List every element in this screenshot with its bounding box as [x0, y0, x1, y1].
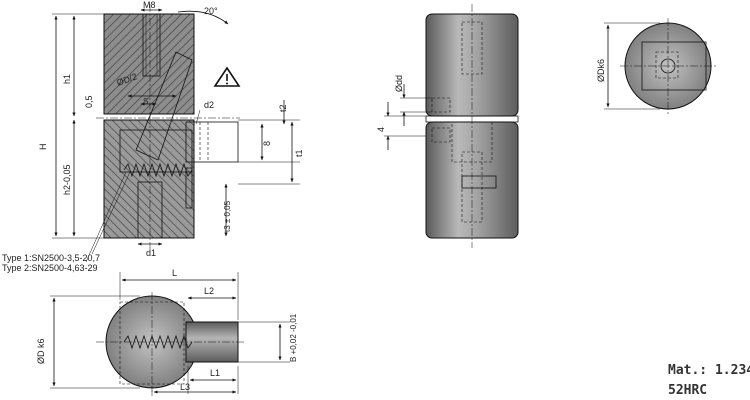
dim-t1: t1	[294, 149, 304, 157]
inner-cavity	[119, 129, 193, 173]
slider	[185, 121, 239, 163]
dim-t2: t2	[278, 104, 288, 112]
side-view: Ødd 4	[376, 4, 519, 248]
slanted-pin	[135, 51, 193, 161]
section-view: M8 20° H h1 h2-0,05 0,5 ØD/2 S d2 t2 8 t…	[2, 0, 304, 273]
dim-s: S	[143, 97, 148, 106]
thread-hole	[142, 13, 161, 77]
dim-h2: h2-0,05	[62, 164, 72, 195]
dim-h: H	[38, 144, 48, 151]
dim-d2: d2	[204, 100, 214, 110]
dim-8: 8	[262, 141, 272, 146]
dim-t3: t3 ± 0,05	[223, 200, 232, 232]
dim-angle: 20°	[204, 6, 218, 16]
top-view: ØDk6	[596, 18, 716, 114]
dim-h1: h1	[62, 74, 72, 84]
dim-l1: L1	[210, 368, 220, 378]
dim-dk6-side: ØDk6	[596, 59, 606, 82]
dim-4: 4	[376, 127, 386, 132]
spring-type-2: Type 2:SN2500-4,63-29	[2, 263, 98, 273]
lower-block	[103, 119, 195, 239]
dim-l2: L2	[204, 286, 214, 296]
dim-05: 0,5	[84, 95, 94, 108]
dim-l: L	[172, 268, 177, 278]
upper-block	[103, 13, 195, 115]
material-spec: Mat.: 1.2343	[668, 363, 750, 378]
dim-dk6-plan: ØD k6	[36, 338, 46, 364]
dim-dd: Ødd	[394, 75, 404, 92]
plan-view: L L2 L1 L3 ØD k6 B +0,02 -0,01	[36, 268, 298, 396]
hardness-spec: 52HRC	[668, 383, 707, 398]
spring	[123, 162, 193, 178]
dim-m8: M8	[143, 0, 156, 10]
dim-b-tolerance: B +0,02 -0,01	[289, 313, 298, 362]
dim-d1: d1	[146, 248, 156, 258]
warning-triangle-icon	[213, 66, 241, 87]
spring-type-1: Type 1:SN2500-3,5-20,7	[2, 253, 100, 263]
dim-l3: L3	[180, 382, 190, 392]
